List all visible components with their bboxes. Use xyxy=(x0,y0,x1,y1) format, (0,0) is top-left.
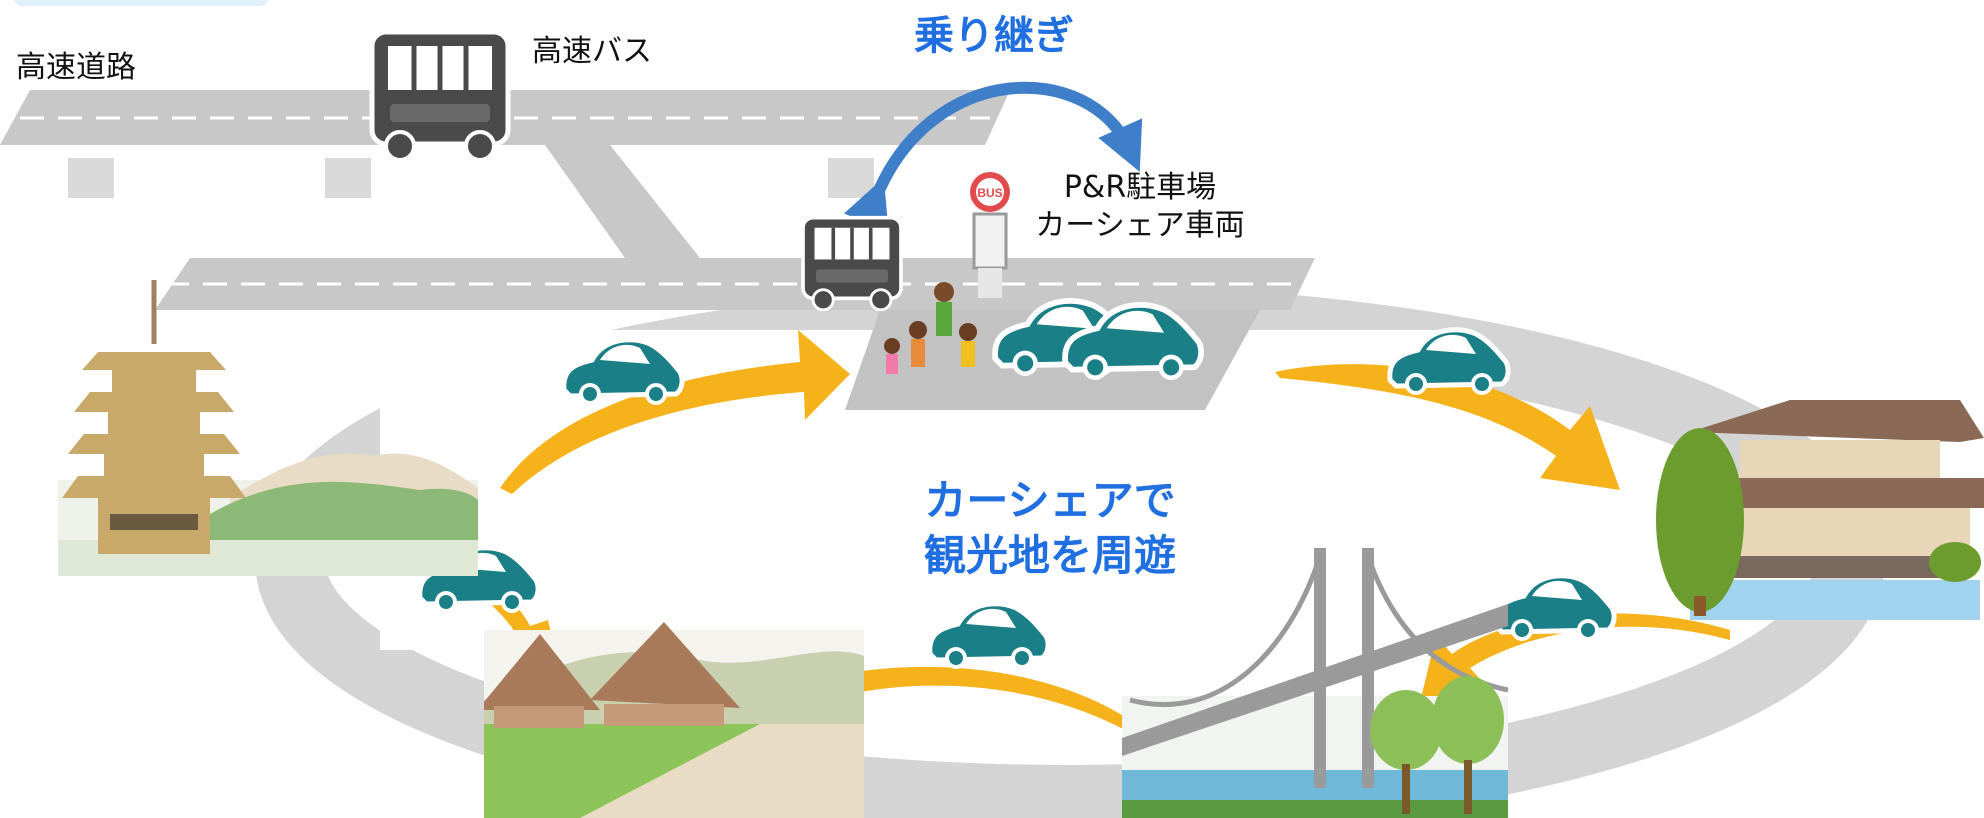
parking-label-line1: P&R駐車場 xyxy=(1063,170,1217,205)
top-tab-decoration xyxy=(14,0,268,6)
carshare-tour-label: カーシェアで 観光地を周遊 xyxy=(900,474,1200,583)
parking-label-line2: カーシェア車両 xyxy=(1035,208,1245,243)
transfer-arrow xyxy=(843,81,1143,232)
carshare-tour-label-line2: 観光地を周遊 xyxy=(923,530,1176,580)
temple-scene-image xyxy=(1656,400,1984,620)
carshare-car-icon xyxy=(1496,576,1614,641)
highway-bus-icon xyxy=(372,32,508,160)
parking-label: P&R駐車場 カーシェア車両 xyxy=(1030,170,1250,246)
bridge-scene-image xyxy=(1122,548,1509,818)
highway xyxy=(0,90,1315,410)
highway-label: 高速道路 xyxy=(16,50,136,85)
bus-stop-sign-icon: BUS xyxy=(970,172,1010,298)
carshare-tour-label-line1: カーシェアで xyxy=(924,476,1176,525)
highway-bus-label: 高速バス xyxy=(532,34,652,69)
svg-text:BUS: BUS xyxy=(977,186,1002,200)
family-icon xyxy=(884,282,977,374)
transfer-label: 乗り継ぎ xyxy=(914,13,1074,59)
bus-at-stop-icon xyxy=(801,215,903,312)
pagoda-scene-image xyxy=(58,280,478,576)
village-scene-image xyxy=(484,622,864,818)
